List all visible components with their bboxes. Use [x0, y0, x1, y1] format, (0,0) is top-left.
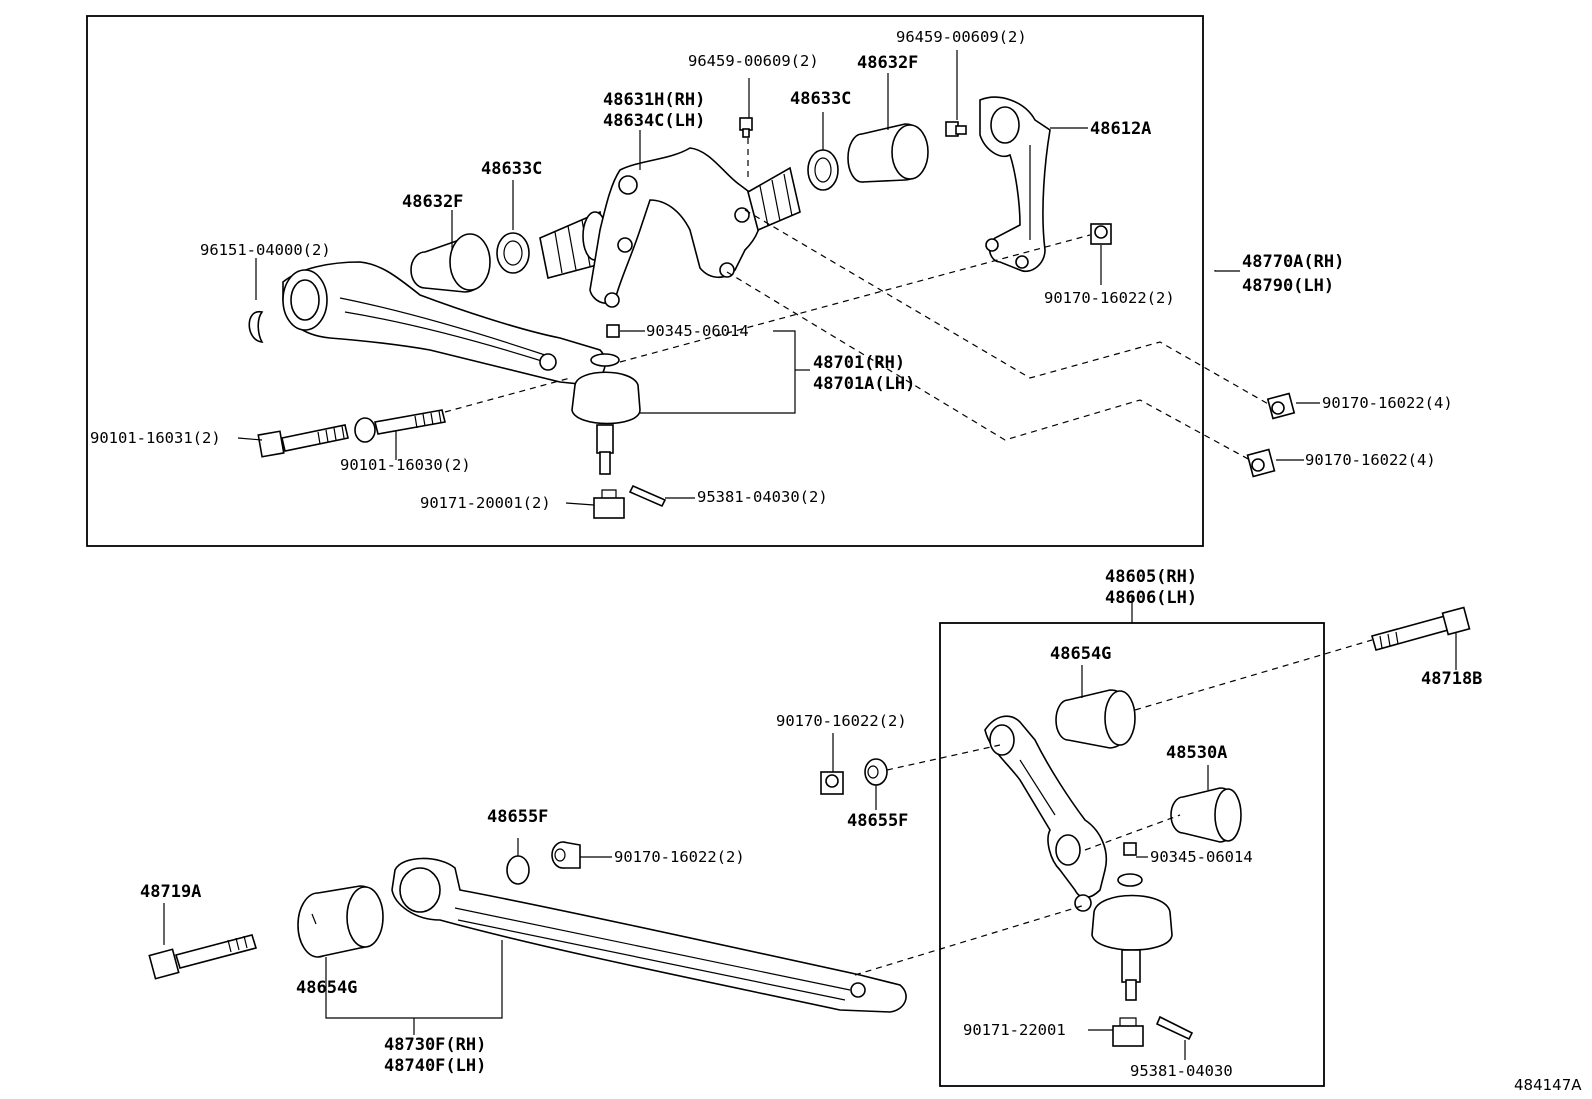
nut-90170-lower-b: [551, 841, 581, 869]
nut-90170-b: [1246, 448, 1276, 478]
strut-rod-48730F: [391, 857, 907, 1013]
label-48632F-left: 48632F: [402, 192, 463, 212]
label-48701: 48701(RH): [813, 353, 905, 373]
cotter-pin-lower: [1155, 1015, 1194, 1041]
label-90170-b: 90170-16022(4): [1322, 394, 1453, 412]
assembly-line-a: [619, 234, 1091, 363]
bushing-48654G-right: [1055, 689, 1136, 749]
label-48655F-right: 48655F: [847, 811, 908, 831]
leader-lines: [163, 50, 1457, 1060]
label-48718B: 48718B: [1421, 669, 1482, 689]
label-95381-b: 95381-04030: [1130, 1062, 1233, 1080]
label-48701A: 48701A(LH): [813, 374, 915, 394]
nut-90170-upper: [1090, 223, 1112, 245]
label-48632F-top: 48632F: [857, 53, 918, 73]
bolt-90345-upper: [606, 324, 620, 338]
ring-48633C-left: [496, 232, 530, 274]
label-90345-a: 90345-06014: [646, 322, 749, 340]
label-90101-16030: 90101-16030(2): [340, 456, 471, 474]
lower-ball-joint: [1091, 873, 1173, 1001]
assembly-line-i: [854, 904, 1086, 976]
label-48606: 48606(LH): [1105, 588, 1197, 608]
label-96459-a: 96459-00609(2): [688, 52, 819, 70]
label-48631H: 48631H(RH): [603, 90, 705, 110]
label-48655F-left: 48655F: [487, 807, 548, 827]
assembly-line-b: [444, 377, 571, 413]
label-48790: 48790(LH): [1242, 276, 1334, 296]
assembly-line-d: [726, 271, 1251, 461]
assembly-line-c: [744, 209, 1271, 406]
bushing-48530A: [1170, 787, 1242, 843]
bolt-48719A: [148, 934, 258, 980]
label-95381-a: 95381-04030(2): [697, 488, 828, 506]
label-48612A: 48612A: [1090, 119, 1151, 139]
label-48634C: 48634C(LH): [603, 111, 705, 131]
figure-id: 484147A: [1514, 1076, 1582, 1094]
assembly-line-h: [1084, 814, 1181, 851]
label-96459-b: 96459-00609(2): [896, 28, 1027, 46]
label-48740F: 48740F(LH): [384, 1056, 486, 1076]
circlip: [248, 311, 264, 343]
upper-control-arm: [282, 261, 606, 386]
label-48654G-right: 48654G: [1050, 644, 1111, 664]
dust-boot-right: [747, 166, 801, 232]
label-90170-e: 90170-16022(2): [614, 848, 745, 866]
label-90170-d: 90170-16022(2): [776, 712, 907, 730]
bolt-90101-16030: [354, 409, 446, 443]
bolt-48718B: [1371, 606, 1471, 651]
grease-fitting-b: [945, 121, 967, 137]
steering-knuckle-arm: [984, 715, 1107, 912]
bushing-48654G-left: [297, 885, 384, 958]
arm-bracket-48612A: [979, 96, 1051, 272]
castle-nut-lower: [1112, 1017, 1144, 1047]
label-90101-16031: 90101-16031(2): [90, 429, 221, 447]
spacer-48655F-left: [506, 855, 530, 885]
label-96151: 96151-04000(2): [200, 241, 331, 259]
label-48633C-left: 48633C: [481, 159, 542, 179]
label-90170-a: 90170-16022(2): [1044, 289, 1175, 307]
label-48654G-left: 48654G: [296, 978, 357, 998]
ring-48633C-top: [807, 149, 839, 191]
label-48719A: 48719A: [140, 882, 201, 902]
bolt-90101-16031: [257, 424, 349, 458]
bushing-48632F-top: [847, 123, 929, 183]
castle-nut-upper: [593, 489, 625, 519]
bolt-90345-lower: [1123, 842, 1137, 856]
label-90345-b: 90345-06014: [1150, 848, 1253, 866]
nut-90170-lower-a: [820, 771, 844, 795]
assembly-line-f: [1134, 639, 1373, 711]
label-48605: 48605(RH): [1105, 567, 1197, 587]
label-90171-20001: 90171-20001(2): [420, 494, 551, 512]
label-48730F: 48730F(RH): [384, 1035, 486, 1055]
cotter-pin-upper: [628, 484, 667, 508]
nut-90170-a: [1266, 392, 1296, 420]
upper-assembly-frame: [86, 15, 1204, 547]
arm-bracket-48631H: [589, 147, 763, 308]
upper-ball-joint: [571, 353, 641, 475]
label-48633C-top: 48633C: [790, 89, 851, 109]
label-90170-c: 90170-16022(4): [1305, 451, 1436, 469]
label-90171-22001: 90171-22001: [963, 1021, 1066, 1039]
label-48770A: 48770A(RH): [1242, 252, 1344, 272]
assembly-line-g: [886, 744, 1001, 771]
grease-fitting-a: [739, 117, 753, 138]
bushing-48632F-left: [410, 233, 491, 293]
label-48530A: 48530A: [1166, 743, 1227, 763]
